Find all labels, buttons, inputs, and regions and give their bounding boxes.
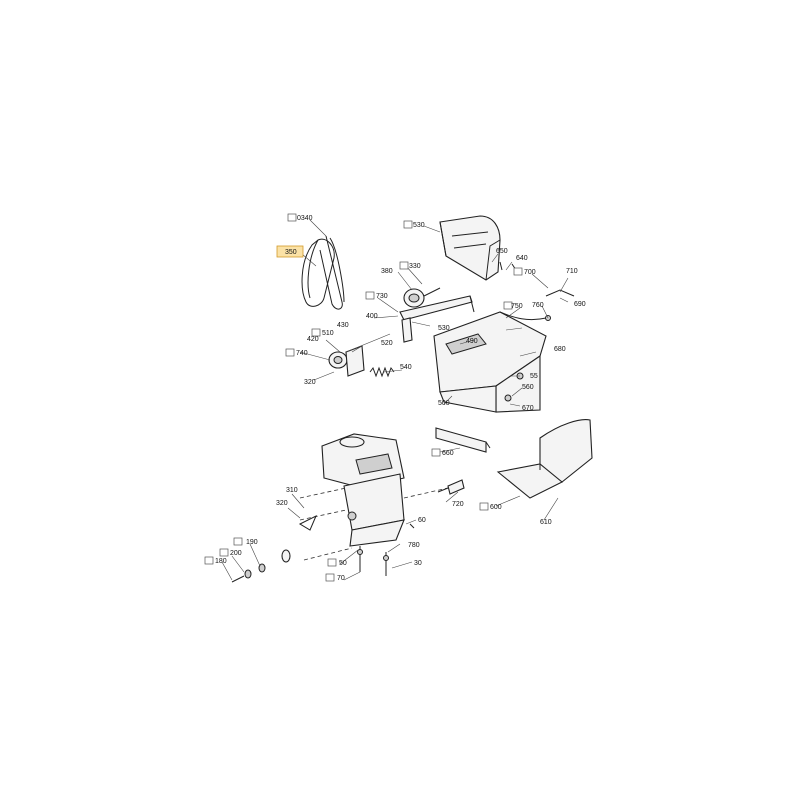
highlight-box <box>276 245 304 258</box>
callout-510: 510 <box>322 330 334 337</box>
callout-330: 330 <box>409 263 421 270</box>
spark-plug <box>437 479 465 495</box>
callout-55: 55 <box>530 373 538 380</box>
drive-belt <box>301 235 345 310</box>
callout-560: 560 <box>522 384 534 391</box>
callout-740: 740 <box>296 350 308 357</box>
callout-690: 690 <box>574 301 586 308</box>
callout-500: 500 <box>438 400 450 407</box>
callout-350: 350 <box>285 249 297 256</box>
callout-650: 650 <box>496 248 508 255</box>
callout-60-top: 60 <box>418 517 426 524</box>
callout-710: 710 <box>566 268 578 275</box>
callout-0340: 0340 <box>297 215 313 222</box>
callout-320: 320 <box>276 500 288 507</box>
callout-730: 730 <box>376 293 388 300</box>
callout-610: 610 <box>540 519 552 526</box>
callout-600: 600 <box>490 504 502 511</box>
lower-pulley <box>328 345 365 377</box>
callout-180: 180 <box>215 558 227 565</box>
callout-420: 420 <box>307 336 319 343</box>
callout-530-bracket: 530 <box>438 325 450 332</box>
idler-bracket <box>399 295 475 343</box>
callout-670: 670 <box>522 405 534 412</box>
callout-520: 520 <box>381 340 393 347</box>
callout-530-cover: 530 <box>413 222 425 229</box>
callout-430: 430 <box>337 322 349 329</box>
callout-380: 380 <box>381 268 393 275</box>
callout-200: 200 <box>230 550 242 557</box>
leader-lines <box>221 219 569 581</box>
callout-640: 640 <box>516 255 528 262</box>
engine <box>299 433 449 561</box>
belt-cover <box>439 215 501 281</box>
callout-50: 50 <box>339 560 347 567</box>
callout-400: 400 <box>366 313 378 320</box>
callout-660: 660 <box>442 450 454 457</box>
callout-520-low: 320 <box>304 379 316 386</box>
callout-labels: 0340 350 530 650 640 700 710 690 330 380… <box>204 213 586 582</box>
crank-hardware <box>231 514 317 583</box>
support-bracket <box>435 427 491 453</box>
guard-plate <box>496 419 593 499</box>
callout-780: 780 <box>408 542 420 549</box>
callout-720: 720 <box>452 501 464 508</box>
callout-310: 310 <box>286 487 298 494</box>
mount-bolts <box>357 523 415 576</box>
callout-680: 680 <box>554 346 566 353</box>
top-hardware <box>499 261 575 321</box>
upper-pulley <box>403 287 441 308</box>
callout-190: 190 <box>246 539 258 546</box>
callout-700: 700 <box>524 269 536 276</box>
frame-housing <box>433 311 547 413</box>
callout-540: 540 <box>400 364 412 371</box>
callout-70: 70 <box>337 575 345 582</box>
tension-spring <box>369 366 395 378</box>
callout-30: 30 <box>414 560 422 567</box>
callout-490: 490 <box>466 338 478 345</box>
callout-760: 760 <box>532 302 544 309</box>
callout-750: 750 <box>511 303 523 310</box>
